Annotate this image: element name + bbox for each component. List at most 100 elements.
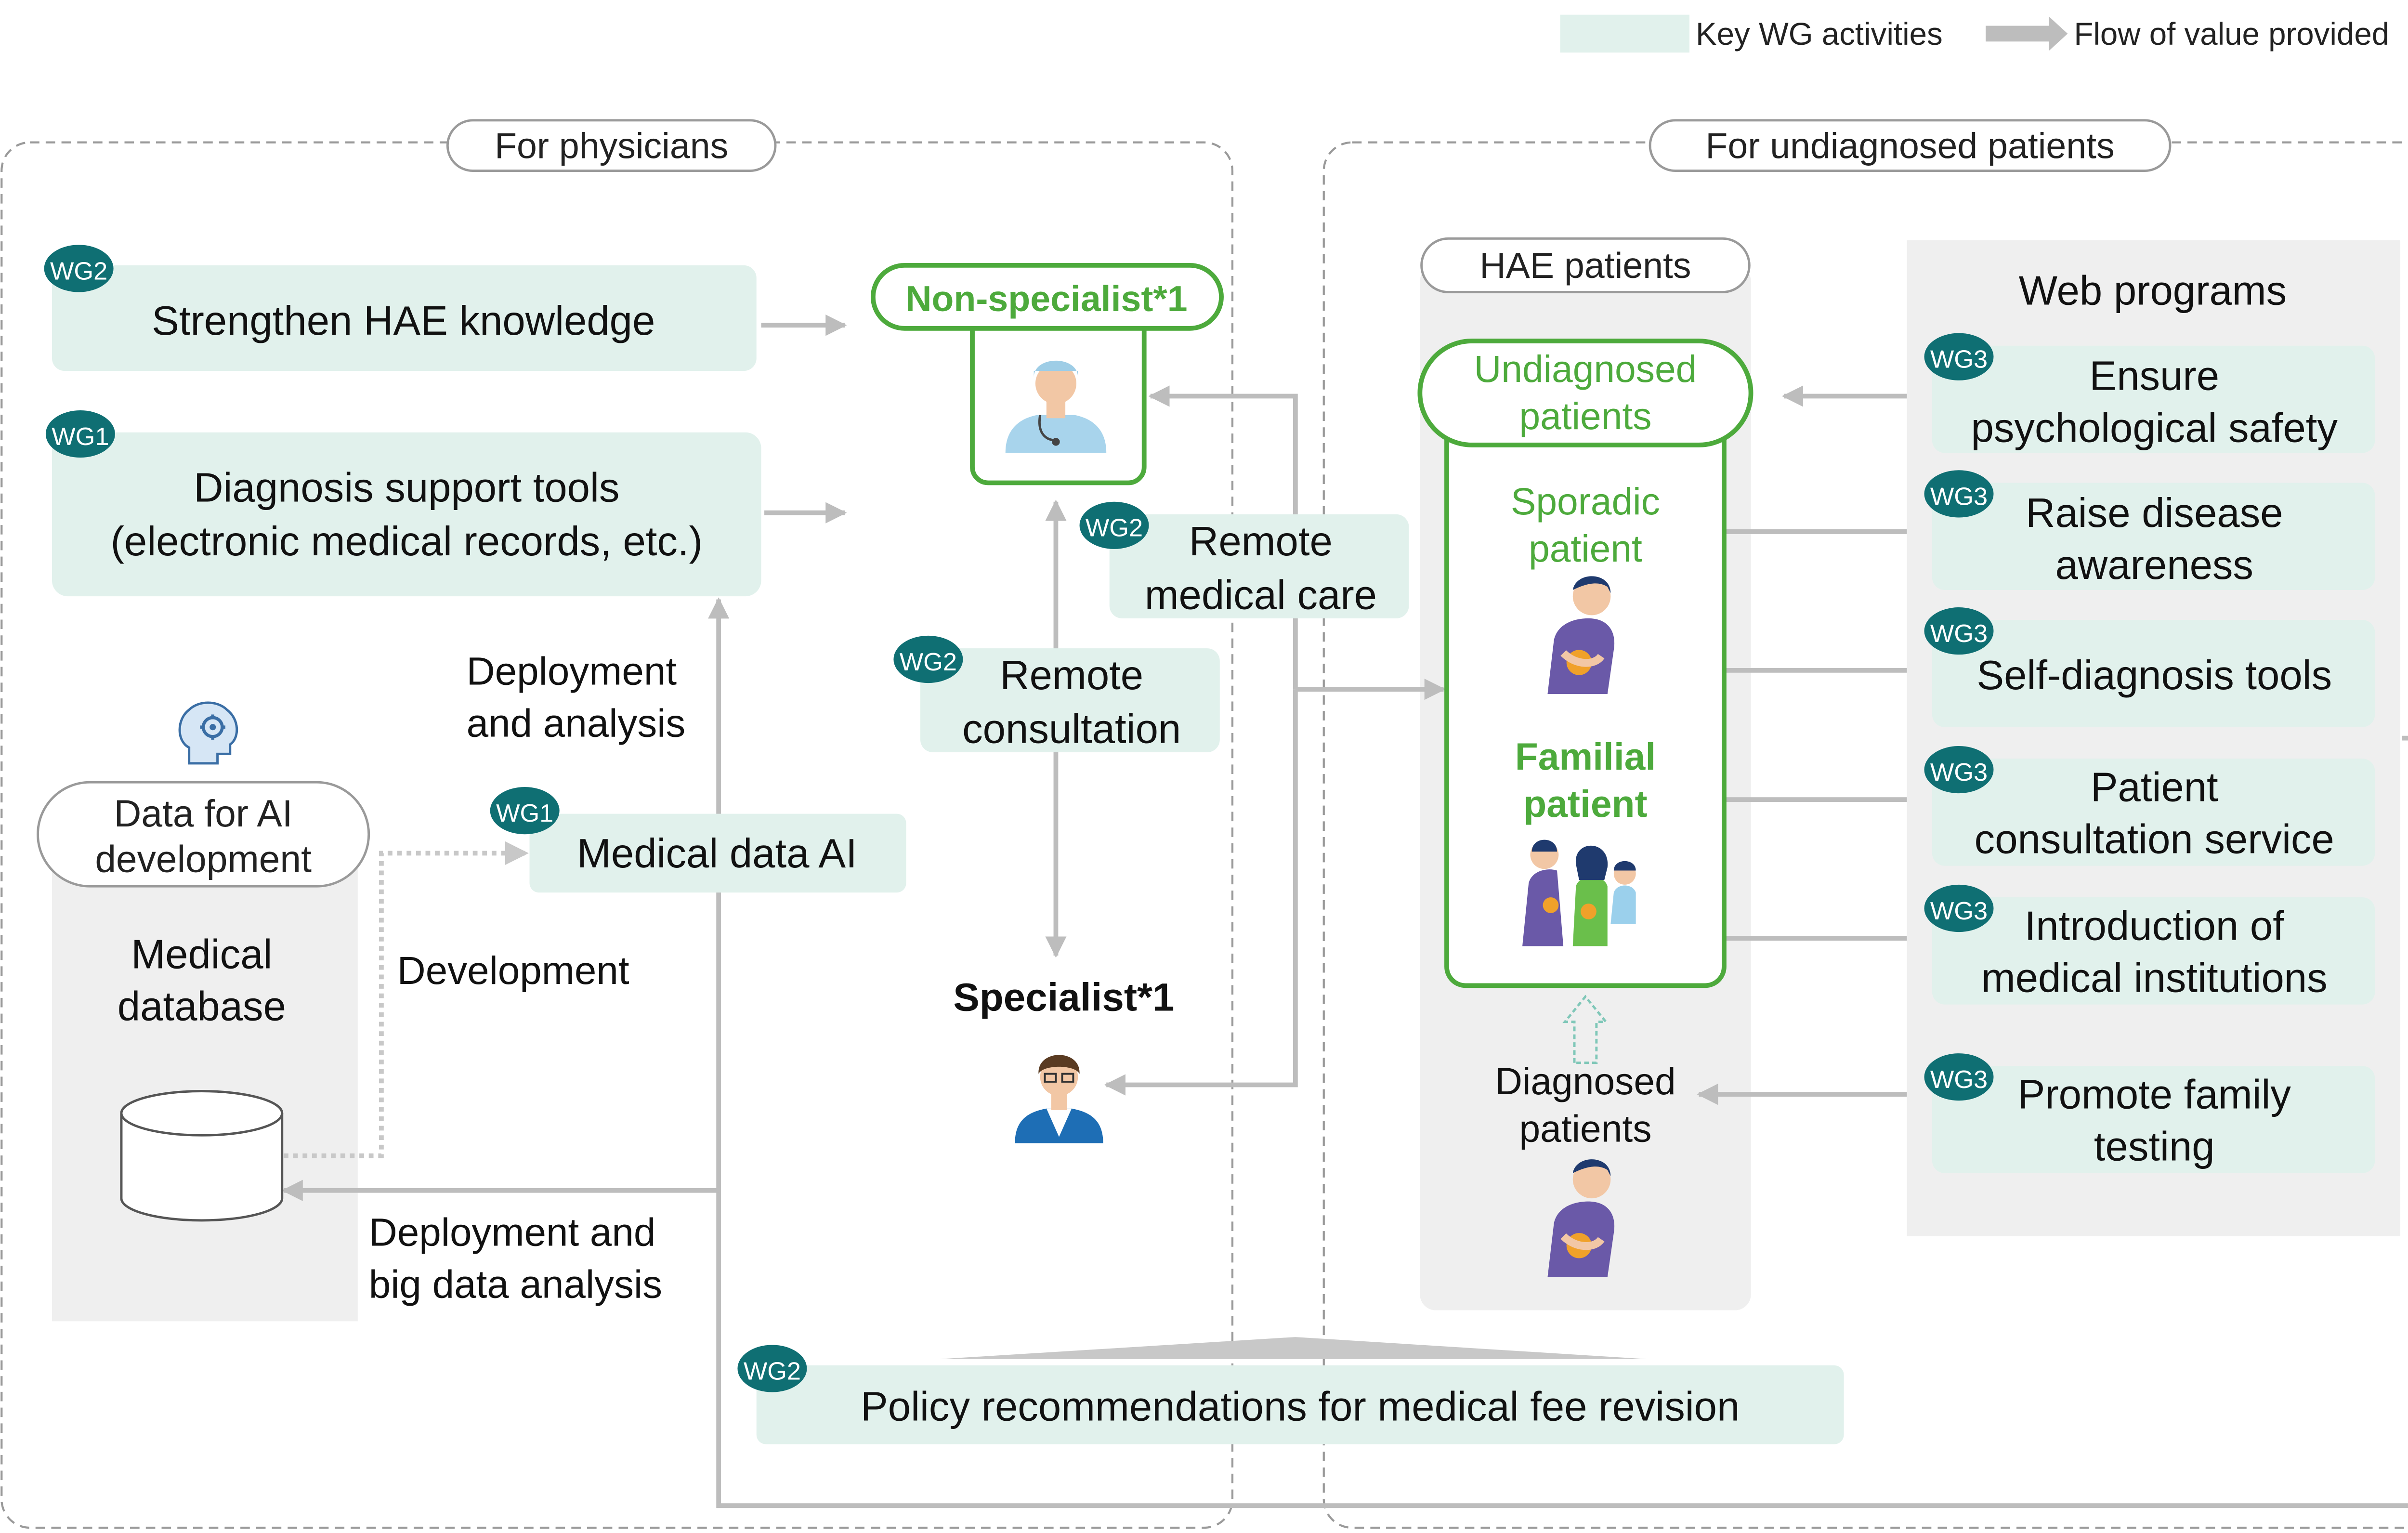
web-program-item: Ensure psychological safety WG3 [1924,333,2375,453]
web-program-line2: testing [2094,1124,2215,1170]
web-program-item: Self-diagnosis tools WG3 [1924,607,2375,727]
wg-badge [1924,333,1994,380]
database-icon [120,1090,284,1222]
data-for-ai-header: Data for AI development [37,781,370,888]
web-program-item: Promote family testing WG3 [1924,1053,2375,1173]
undiagnosed-header: Undiagnosed patients [1417,339,1754,447]
wg-badge [1924,470,1994,518]
diagnosis-tools-line1: Diagnosis support tools [194,465,619,511]
web-program-line2: awareness [2055,542,2253,588]
wg-badge [737,1345,807,1392]
undiagnosed-line2: patients [1519,395,1651,437]
wg-badge-label: WG1 [52,423,109,451]
data-for-ai-line1: Data for AI [114,792,293,835]
patient-icon [1547,1159,1615,1277]
familial-line1: Familial [1515,735,1656,778]
wg-badge-label: WG3 [1930,483,1988,511]
legend-activity-swatch [1560,14,1689,53]
diagnosed-to-undiagnosed-arrow [1562,995,1609,1064]
wg-badge [45,410,115,458]
remote-consultation-line2: consultation [962,706,1181,752]
wg-badge [1924,607,1994,655]
web-program-item: Raise disease awareness WG3 [1924,470,2375,590]
section-patients: For undiagnosed patients [1322,119,2408,1529]
policy-box: Policy recommendations for medical fee r… [737,1345,1844,1444]
wg-badge [1924,884,1994,932]
medical-database-line1: Medical [131,931,272,977]
remote-care-line2: medical care [1145,572,1377,618]
arrow-remote-care-to-specialist [1104,689,1298,1096]
specialist-doctor-icon [1015,1055,1103,1143]
wg-badge-label: WG3 [1930,620,1988,648]
patients-header-label: For undiagnosed patients [1705,125,2114,166]
wg-badge [490,787,560,835]
wg-badge-label: WG2 [1086,514,1143,542]
web-program-item: Patient consultation service WG3 [1924,746,2375,866]
legend: Key WG activities Flow of value provided [1560,14,2389,53]
physicians-header [446,119,777,172]
wg-badge [893,635,963,683]
medical-database-line2: database [118,983,286,1029]
remote-care-line1: Remote [1189,519,1333,564]
wg-badge [1924,1053,1994,1101]
legend-activity-label: Key WG activities [1696,16,1943,52]
doctor-icon [1005,360,1107,453]
hae-patients-header-label: HAE patients [1479,245,1691,286]
legend-flow-arrow-icon [1986,16,2068,51]
family-icon [1522,839,1636,946]
web-program-line1: Raise disease [2026,490,2283,536]
wg-badge-label: WG2 [50,257,107,285]
wg-badge [44,245,114,292]
label-deployment-line2: and analysis [467,701,686,745]
remote-care-box: Remote medical care WG2 [1079,501,1409,618]
wg-badge-label: WG1 [496,799,553,827]
wg-badge [1079,501,1149,549]
web-program-item: Introduction of medical institutions WG3 [1924,884,2375,1005]
medical-data-ai-label: Medical data AI [577,831,857,877]
policy-fan-shape [939,1337,1647,1359]
wg-badge-label: WG2 [744,1357,801,1385]
diagnosis-tools-line2: (electronic medical records, etc.) [111,519,703,564]
wg-badge-label: WG3 [1930,759,1988,786]
data-for-ai-line2: development [95,838,312,880]
wg-badge-label: WG3 [1930,346,1988,374]
remote-consultation-line1: Remote [1000,653,1143,698]
legend-flow-label: Flow of value provided [2074,16,2389,52]
patients-header [1649,119,2172,172]
web-program-line1: Patient [2091,764,2218,810]
wg-badge-label: WG3 [1930,1066,1988,1094]
strengthen-box: Strengthen HAE knowledge WG2 [44,245,757,371]
remote-consultation-box: Remote consultation WG2 [893,635,1220,753]
web-program-line2: psychological safety [1971,405,2338,451]
specialist-label: Specialist*1 [953,976,1174,1020]
wg-badge [1924,746,1994,794]
diagnosed-line1: Diagnosed [1495,1060,1675,1102]
wg-badge-label: WG3 [1930,897,1988,925]
undiagnosed-line1: Undiagnosed [1474,348,1697,390]
strengthen-label: Strengthen HAE knowledge [152,298,655,344]
patient-icon [1547,576,1615,694]
data-ai-panel [52,836,358,1322]
physicians-header-label: For physicians [495,125,728,166]
non-specialist-node: Non-specialist*1 [870,262,1224,485]
flow-arrows [281,314,2408,1508]
policy-label: Policy recommendations for medical fee r… [861,1384,1740,1430]
medical-data-ai-box: Medical data AI WG1 [490,787,906,893]
diagnosis-tools-box: Diagnosis support tools (electronic medi… [45,410,761,597]
web-program-line1: Introduction of [2025,903,2285,949]
ai-brain-gear-icon [178,701,238,765]
arrow-big-loop [708,597,2408,1508]
arrow-development [284,841,529,1158]
sporadic-line2: patient [1529,527,1642,570]
web-program-line1: Ensure [2089,353,2219,399]
web-program-line2: consultation service [1975,816,2334,862]
diagnosed-line2: patients [1519,1107,1651,1150]
specialist-node: Specialist*1 [953,976,1174,1143]
section-physicians: For physicians [0,119,1234,1529]
label-bigdata-line1: Deployment and [369,1210,656,1254]
sporadic-line1: Sporadic [1511,480,1660,523]
label-development: Development [397,949,629,993]
wg-badge-label: WG2 [900,648,957,676]
web-programs-title: Web programs [2019,268,2287,314]
